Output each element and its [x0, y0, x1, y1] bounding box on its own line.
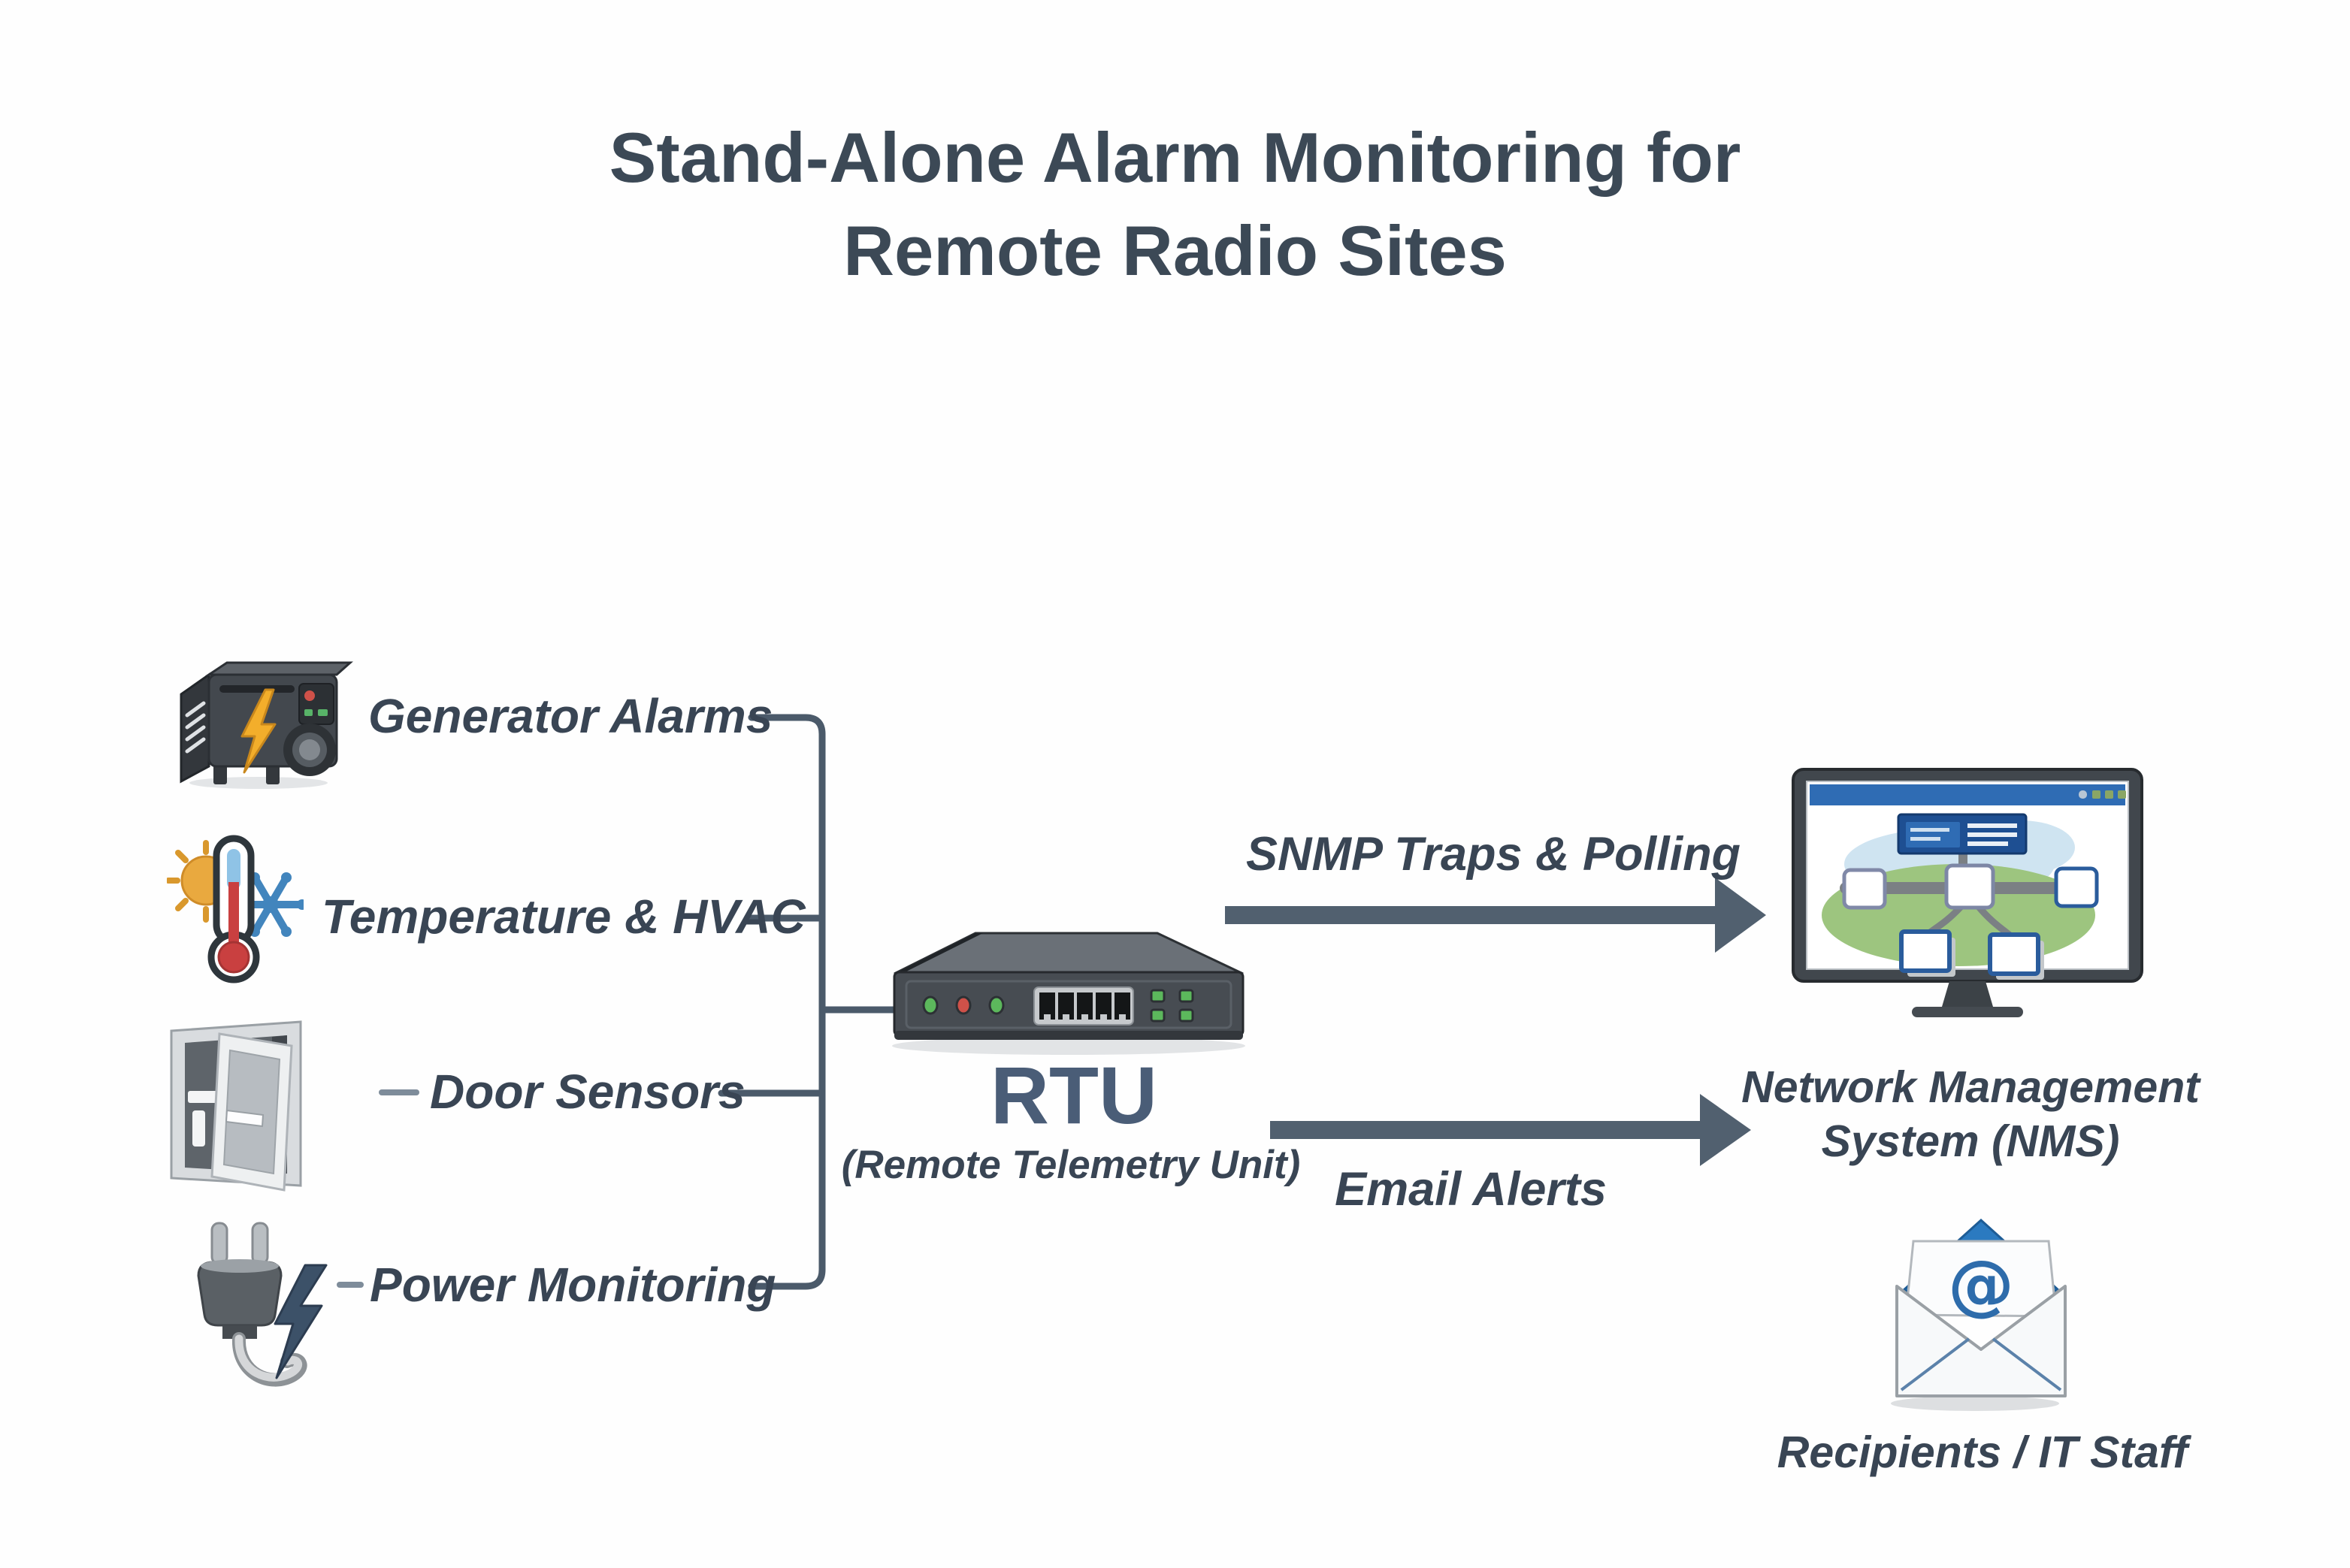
email-arrow: [1270, 1094, 1751, 1166]
snmp-flow-label: SNMP Traps & Polling: [1245, 828, 1741, 881]
rtu-label: RTU: [991, 1050, 1157, 1141]
rtu-sublabel: (Remote Telemetry Unit): [841, 1143, 1301, 1187]
email-flow-label: Email Alerts: [1335, 1163, 1607, 1216]
sensor-label-generator-alarms: Generator Alarms: [368, 689, 773, 743]
nms-monitor-icon: [1792, 768, 2143, 1026]
snmp-arrow: [1225, 878, 1766, 953]
temperature-hvac-icon: [167, 832, 304, 986]
nms-label-line2: System (NMS): [1821, 1116, 2120, 1166]
recipients-label: Recipients / IT Staff: [1777, 1428, 2188, 1477]
sensor-label-door-sensors: Door Sensors: [430, 1065, 746, 1119]
at-symbol: @: [1948, 1246, 2014, 1323]
page-title-line1: Stand-Alone Alarm Monitoring for: [609, 118, 1741, 197]
sensor-bracket-line: [748, 714, 826, 1290]
generator-icon: [170, 655, 355, 790]
power-plug-icon: [179, 1219, 329, 1399]
rtu-device-icon: [887, 926, 1251, 1057]
page-title: Stand-Alone Alarm Monitoring for Remote …: [0, 111, 2350, 298]
page-title-line2: Remote Radio Sites: [843, 211, 1507, 291]
door-icon: [161, 1017, 310, 1192]
email-envelope-icon: @: [1874, 1202, 2094, 1418]
sensor-label-power-monitoring: Power Monitoring: [370, 1258, 776, 1312]
nms-label: Network Management System (NMS): [1741, 1061, 2200, 1169]
nms-label-line1: Network Management: [1741, 1062, 2200, 1112]
sensor-label-temperature-hvac: Temperature & HVAC: [322, 890, 806, 944]
